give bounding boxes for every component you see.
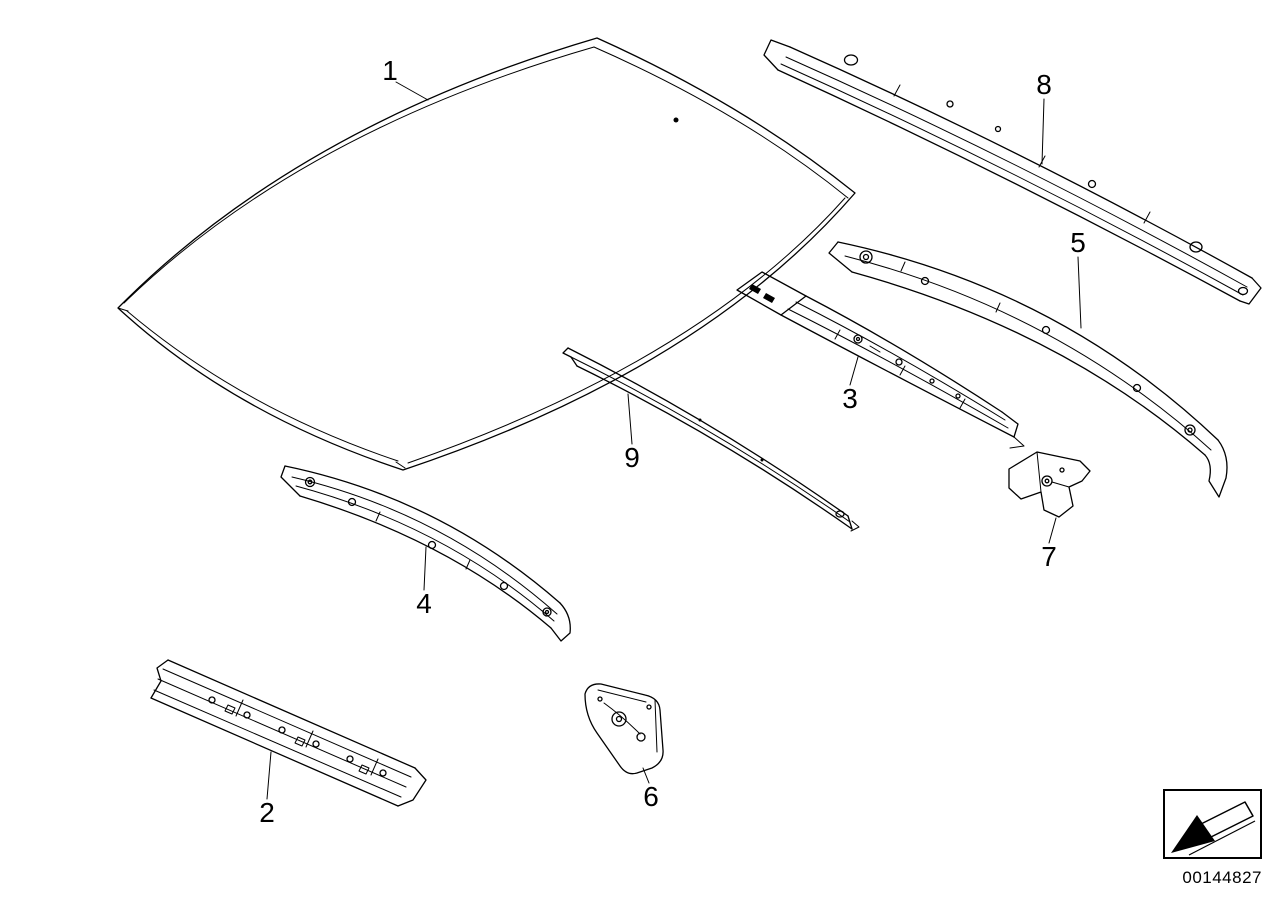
part-label-8[interactable]: 8 (1036, 69, 1052, 100)
leader-lines (266, 81, 1082, 800)
part-label-6[interactable]: 6 (643, 781, 659, 812)
part-drawing-4-header-rail-left (280, 465, 571, 642)
leader-line-8 (1041, 98, 1045, 165)
part-drawing-5-header-rail-right (828, 241, 1228, 498)
part-drawing-8-rear-rail (763, 39, 1262, 305)
part-drawing-2-lower-rail (150, 659, 427, 807)
leader-line-6 (642, 767, 650, 784)
leader-line-5 (1077, 256, 1082, 329)
part-label-4[interactable]: 4 (416, 588, 432, 619)
leader-line-9 (627, 393, 633, 445)
leader-line-3 (849, 356, 859, 386)
part-drawing-9-roof-strip (562, 347, 860, 532)
leader-line-4 (423, 546, 427, 591)
part-label-3[interactable]: 3 (842, 383, 858, 414)
leader-line-1 (395, 81, 429, 101)
part-drawing-3-roof-bow (736, 271, 1025, 449)
part-label-9[interactable]: 9 (624, 442, 640, 473)
leader-line-2 (266, 751, 272, 800)
part-label-1[interactable]: 1 (382, 55, 398, 86)
orientation-legend-box (1163, 789, 1262, 859)
part-label-2[interactable]: 2 (259, 797, 275, 828)
drawing-number: 00144827 (1182, 868, 1262, 887)
part-drawing-1-roof-panel (117, 37, 856, 471)
leader-line-7 (1048, 517, 1057, 544)
part-label-7[interactable]: 7 (1041, 541, 1057, 572)
part-drawing-6-bracket (584, 683, 664, 775)
part-drawing-7-bracket (1008, 451, 1091, 518)
direction-arrow-icon (1171, 801, 1256, 856)
part-label-5[interactable]: 5 (1070, 227, 1086, 258)
